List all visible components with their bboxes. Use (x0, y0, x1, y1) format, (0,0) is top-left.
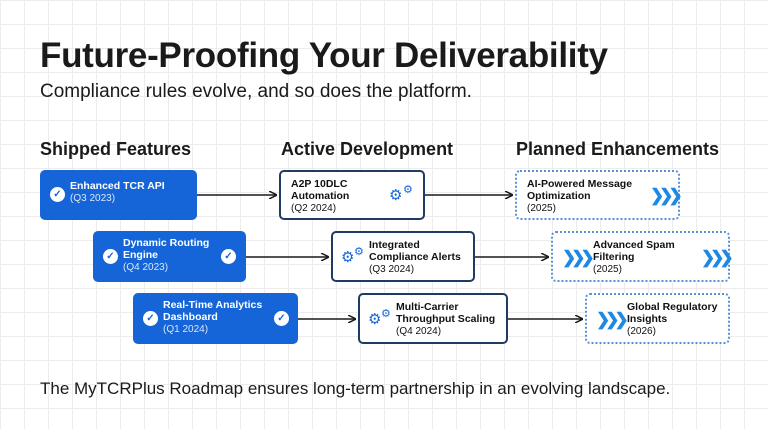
card-title: A2P 10DLC Automation (291, 178, 350, 202)
card-title: AI-Powered Message Optimization (527, 178, 633, 202)
gear-icon: ⚙ (341, 249, 355, 266)
active-card-integrated-compliance-alerts: ⚙ ⚙ Integrated Compliance Alerts (Q3 202… (331, 231, 475, 282)
chevrons-right-icon: ❯❯❯ (701, 248, 734, 267)
column-header-shipped: Shipped Features (40, 139, 192, 159)
gear-small-icon: ⚙ (354, 246, 364, 258)
planned-card-ai-powered-message-optimization: AI-Powered Message Optimization (2025) ❯… (515, 170, 683, 220)
shipped-card-enhanced-tcr-api: ✓ Enhanced TCR API (Q3 2023) (40, 170, 197, 220)
card-date: (Q2 2024) (291, 203, 337, 214)
card-date: (Q3 2024) (369, 264, 415, 275)
planned-card-advanced-spam-filtering: ❯❯❯ Advanced Spam Filtering (2025) ❯❯❯ (551, 231, 734, 282)
active-card-multi-carrier-throughput-scaling: ⚙ ⚙ Multi-Carrier Throughput Scaling (Q4… (358, 293, 508, 344)
gear-small-icon: ⚙ (381, 308, 391, 320)
check-circle-icon: ✓ (221, 249, 236, 264)
card-title: Global Regulatory Insights (627, 301, 718, 325)
card-title: Multi-Carrier Throughput Scaling (396, 301, 496, 325)
chevrons-right-icon: ❯❯❯ (562, 248, 595, 267)
active-card-a2p-10dlc-automation: A2P 10DLC Automation (Q2 2024) ⚙ ⚙ (279, 170, 425, 220)
check-circle-icon: ✓ (143, 311, 158, 326)
page-title: Future-Proofing Your Deliverability (40, 36, 608, 75)
card-title: Integrated Compliance Alerts (369, 239, 461, 263)
card-date: (Q4 2023) (123, 262, 169, 273)
chevrons-right-icon: ❯❯❯ (650, 186, 683, 205)
card-title: Dynamic Routing Engine (123, 237, 210, 261)
card-date: (Q4 2024) (396, 326, 442, 337)
card-title: Enhanced TCR API (70, 180, 165, 192)
check-circle-icon: ✓ (103, 249, 118, 264)
card-title: Real-Time Analytics Dashboard (163, 299, 263, 323)
card-date: (Q1 2024) (163, 324, 209, 335)
planned-card-global-regulatory-insights: ❯❯❯ Global Regulatory Insights (2026) (585, 293, 730, 344)
shipped-card-real-time-analytics-dashboard: ✓ Real-Time Analytics Dashboard (Q1 2024… (133, 293, 298, 344)
shipped-card-dynamic-routing-engine: ✓ Dynamic Routing Engine (Q4 2023) ✓ (93, 231, 246, 282)
gear-icon: ⚙ (389, 187, 403, 204)
gear-small-icon: ⚙ (403, 184, 413, 196)
footer-text: The MyTCRPlus Roadmap ensures long-term … (40, 379, 671, 398)
gear-icon: ⚙ (368, 311, 382, 328)
column-header-active: Active Development (281, 139, 454, 159)
check-circle-icon: ✓ (50, 187, 65, 202)
column-header-planned: Planned Enhancements (516, 139, 720, 159)
card-date: (2025) (593, 264, 622, 275)
check-circle-icon: ✓ (274, 311, 289, 326)
card-date: (2026) (627, 326, 656, 337)
card-date: (2025) (527, 203, 556, 214)
chevrons-right-icon: ❯❯❯ (596, 310, 629, 329)
card-date: (Q3 2023) (70, 193, 116, 204)
card-title: Advanced Spam Filtering (593, 239, 675, 263)
page-subtitle: Compliance rules evolve, and so does the… (40, 81, 472, 102)
